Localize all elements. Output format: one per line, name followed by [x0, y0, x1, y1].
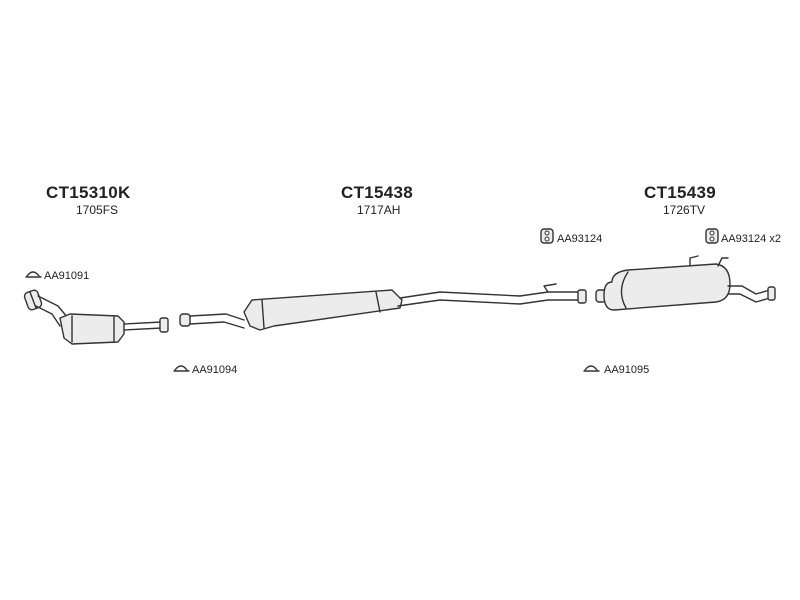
- part-ref-rear: 1726TV: [663, 203, 706, 217]
- clamp-icon: [25, 271, 42, 278]
- clamp-icon: [583, 365, 600, 372]
- part-code-rear: CT15439: [644, 183, 717, 202]
- clamp-icon: [173, 365, 190, 372]
- part-code-middle: CT15438: [341, 183, 414, 202]
- front-pipe-catalytic-converter: [23, 289, 169, 345]
- part-code-front: CT15310K: [46, 183, 131, 202]
- rubber-hanger-icon: [705, 228, 719, 244]
- part-ref-middle: 1717AH: [357, 203, 401, 217]
- rear-silencer: [595, 255, 776, 311]
- part-ref-front: 1705FS: [76, 203, 119, 217]
- middle-pipe-silencer: [179, 283, 587, 331]
- accessory-label-aa93124-x2: AA93124 x2: [721, 233, 781, 245]
- accessory-label-aa91095: AA91095: [604, 364, 650, 376]
- rubber-hanger-icon: [540, 228, 554, 244]
- accessory-label-aa91094: AA91094: [192, 364, 238, 376]
- accessory-label-aa93124: AA93124: [557, 233, 603, 245]
- accessory-label-aa91091: AA91091: [44, 270, 90, 282]
